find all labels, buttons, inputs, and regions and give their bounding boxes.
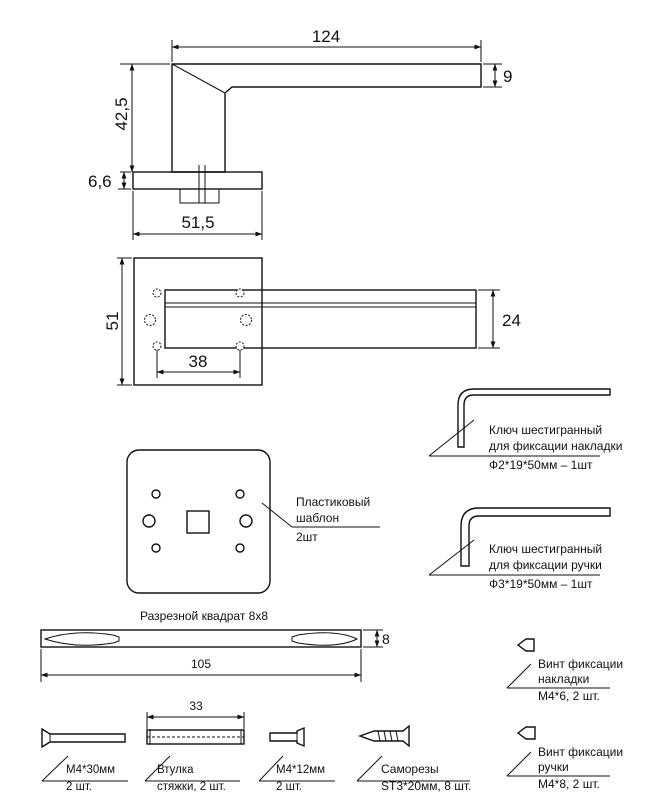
split-square-slot-left: [43, 632, 120, 646]
hex-key-plate: Ключ шестигранный для фиксации накладки …: [428, 388, 622, 472]
template-hole-large: [239, 514, 253, 528]
dim-square-width: 8: [382, 631, 390, 647]
self-tapping-line2: ST3*20мм, 8 шт.: [381, 779, 471, 793]
dim-handle-length: 124: [312, 27, 340, 46]
bolt-m4x30: M4*30мм 2 шт.: [41, 727, 128, 793]
set-screw-plate-line1: Винт фиксации: [538, 657, 623, 671]
rose-plate-front: [133, 257, 263, 386]
template-line1: Пластиковый: [296, 495, 370, 509]
set-screw-plate-line2: накладки: [538, 672, 589, 686]
dim-lever-width: 24: [502, 311, 521, 330]
hex-key-handle-shape: [460, 507, 611, 567]
hex-key-handle-line2: для фиксации ручки: [489, 558, 602, 572]
plate-hole: [235, 288, 245, 298]
bolt-m4x12-line2: 2 шт.: [276, 781, 302, 793]
set-screw-handle-line1: Винт фиксации: [538, 745, 623, 759]
dim-plate-height: 51: [103, 312, 122, 331]
split-square-slot-right: [291, 632, 359, 646]
dim-handle-height: 42,5: [112, 97, 131, 130]
hex-key-plate-line2: для фиксации накладки: [489, 439, 622, 453]
lever-front: [164, 289, 477, 349]
hex-key-plate-spec: Ф2*19*50мм – 1шт: [489, 458, 593, 472]
template-square-hole: [186, 510, 210, 534]
hex-key-handle: Ключ шестигранный для фиксации ручки Ф3*…: [428, 507, 611, 591]
template-hole: [151, 543, 161, 553]
template-hole: [151, 489, 161, 499]
plate-hole: [152, 288, 162, 298]
bolt-m4x30-line2: 2 шт.: [66, 781, 92, 793]
rose-side: [132, 171, 263, 190]
hex-key-plate-line1: Ключ шестигранный: [489, 423, 602, 437]
plate-hole: [152, 341, 162, 351]
plate-hole: [235, 341, 245, 351]
set-screw-handle: Винт фиксации ручки M4*8, 2 шт.: [506, 726, 623, 791]
template-hole: [235, 543, 245, 553]
plate-hole-large: [144, 314, 156, 326]
hex-key-handle-spec: Ф3*19*50мм – 1шт: [489, 577, 593, 591]
split-square: Разрезной квадрат 8х8 8 105: [40, 609, 390, 682]
template-hole-large: [142, 514, 156, 528]
dim-hole-spacing: 38: [189, 352, 208, 371]
set-screw-handle-line2: ручки: [538, 760, 569, 774]
set-screw-handle-spec: M4*8, 2 шт.: [538, 777, 600, 791]
hex-key-handle-line1: Ключ шестигранный: [489, 542, 602, 556]
handle-side-view: 124 9 42,5 6,6 51,5: [88, 27, 512, 240]
lever-side-outline: [171, 63, 482, 173]
bushing-line2: стяжки, 2 шт.: [157, 781, 226, 793]
split-square-title: Разрезной квадрат 8х8: [140, 609, 268, 623]
bolt-m4x12-line1: M4*12мм: [276, 764, 325, 776]
hex-key-plate-shape: [457, 388, 611, 448]
bushing: 33 Втулка стяжки, 2 шт.: [144, 699, 245, 793]
set-screw-plate: Винт фиксации накладки M4*6, 2 шт.: [506, 638, 623, 703]
template-hole: [235, 489, 245, 499]
plate-hole-large: [240, 314, 252, 326]
template-outline: [126, 449, 271, 594]
self-tapping-screw: Саморезы ST3*20мм, 8 шт.: [356, 724, 471, 793]
dim-bushing-length: 33: [189, 699, 203, 713]
dim-square-length: 105: [191, 657, 211, 671]
bushing-line1: Втулка: [157, 764, 194, 776]
set-screw-plate-spec: M4*6, 2 шт.: [538, 689, 600, 703]
dim-rose-thickness: 6,6: [88, 172, 112, 191]
bolt-m4x30-line1: M4*30мм: [66, 764, 115, 776]
self-tapping-line1: Саморезы: [381, 762, 439, 776]
dim-rose-width: 51,5: [181, 213, 214, 232]
bolt-m4x12: M4*12мм 2 шт.: [258, 726, 335, 793]
lever-side-bevel: [171, 63, 226, 94]
bolt-m4x30-shape: [41, 727, 126, 749]
split-square-body: [40, 629, 362, 648]
bolt-m4x12-shape: [269, 726, 305, 748]
set-screw-plate-shape: [516, 638, 535, 652]
template-qty: 2шт: [296, 530, 318, 544]
dim-handle-thickness: 9: [503, 67, 512, 86]
plastic-template: Пластиковый шаблон 2шт: [126, 449, 380, 594]
template-line2: шаблон: [296, 511, 339, 525]
handle-front-view: 51 38 24: [103, 257, 521, 386]
set-screw-handle-shape: [516, 726, 536, 740]
